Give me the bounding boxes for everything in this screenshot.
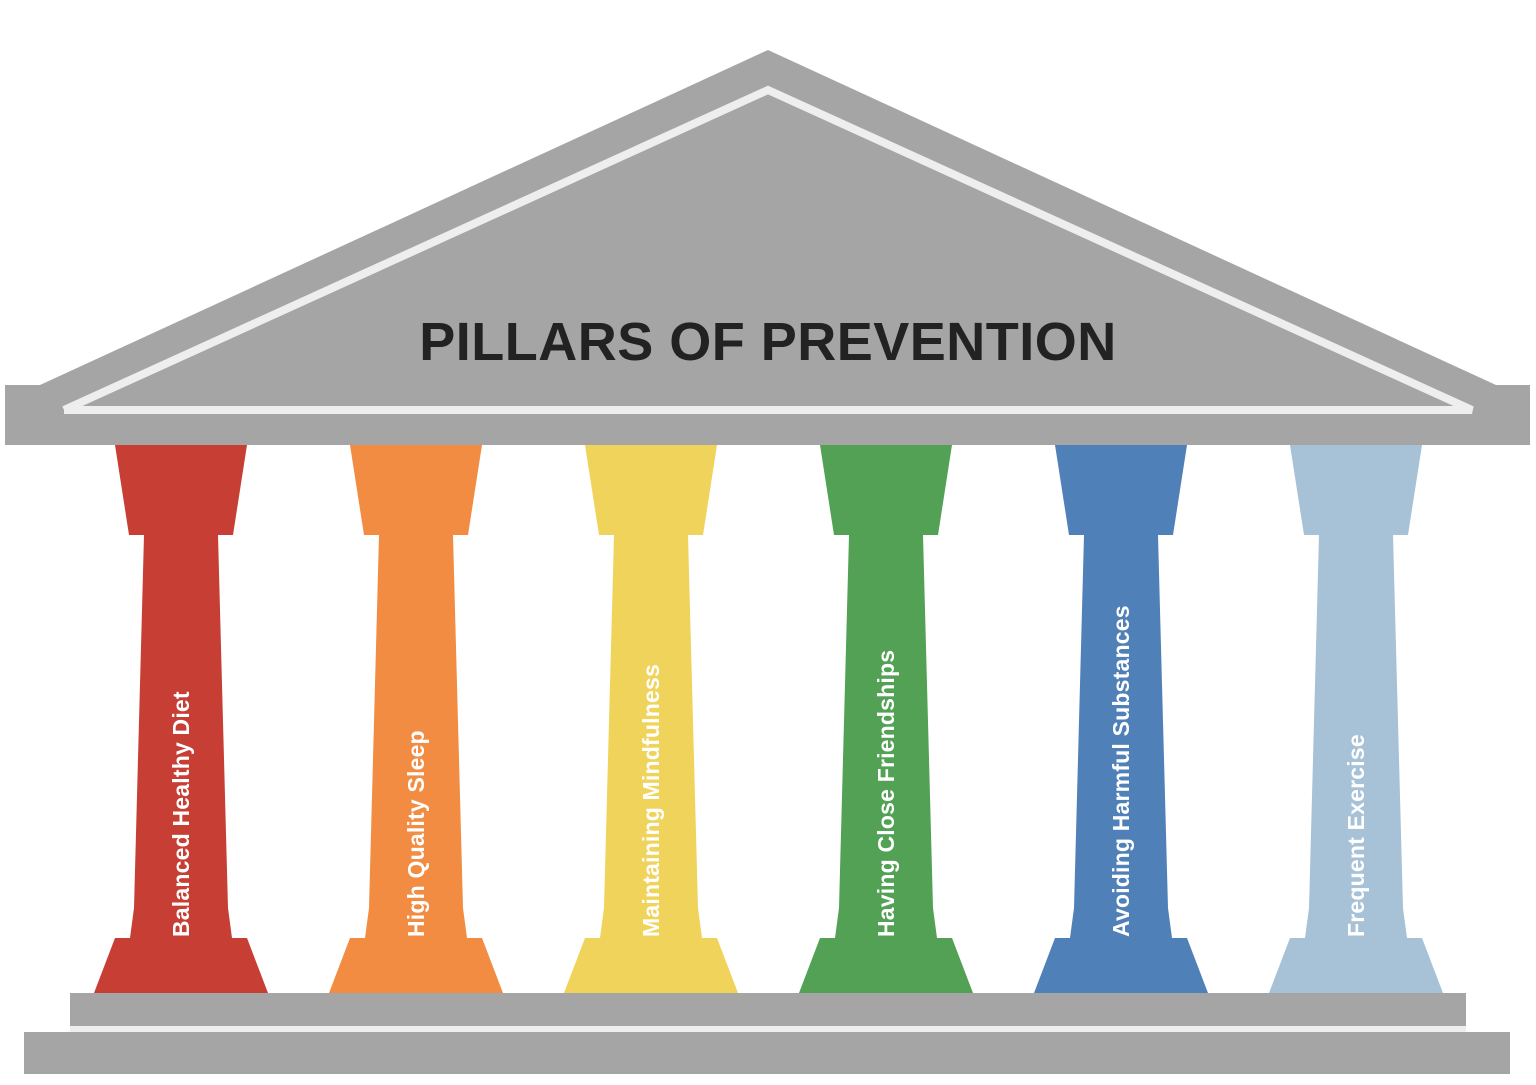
- pillar: High Quality Sleep: [329, 445, 503, 993]
- pillar-label: Having Close Friendships: [873, 650, 899, 937]
- pillar-label: High Quality Sleep: [403, 730, 429, 937]
- pillar-shape: [799, 445, 973, 993]
- roof-inner-outline: [62, 85, 1474, 414]
- roof-pediment: [40, 50, 1496, 385]
- pillar: Balanced Healthy Diet: [94, 445, 268, 993]
- pillar-label: Avoiding Harmful Substances: [1108, 605, 1134, 937]
- pillar-shape: [1034, 445, 1208, 993]
- pillars: Balanced Healthy Diet High Quality Sleep M…: [94, 445, 1443, 993]
- pillar: Avoiding Harmful Substances: [1034, 445, 1208, 993]
- pillar-label: Frequent Exercise: [1343, 734, 1369, 937]
- pillar-shape: [94, 445, 268, 993]
- pillar: Having Close Friendships: [799, 445, 973, 993]
- pillar-shape: [564, 445, 738, 993]
- base: [24, 993, 1510, 1074]
- base-bottom-step: [24, 1032, 1510, 1074]
- pillar-label: Balanced Healthy Diet: [168, 691, 194, 937]
- roof-entablature: [5, 385, 1530, 445]
- pillar: Frequent Exercise: [1269, 445, 1443, 993]
- base-top-step: [70, 993, 1466, 1026]
- pillar-label: Maintaining Mindfulness: [638, 664, 664, 937]
- diagram-title: PILLARS OF PREVENTION: [419, 312, 1117, 372]
- pillar-shape: [1269, 445, 1443, 993]
- base-divider: [70, 1026, 1466, 1032]
- pillar-shape: [329, 445, 503, 993]
- roof: PILLARS OF PREVENTION: [5, 50, 1530, 445]
- pillar: Maintaining Mindfulness: [564, 445, 738, 993]
